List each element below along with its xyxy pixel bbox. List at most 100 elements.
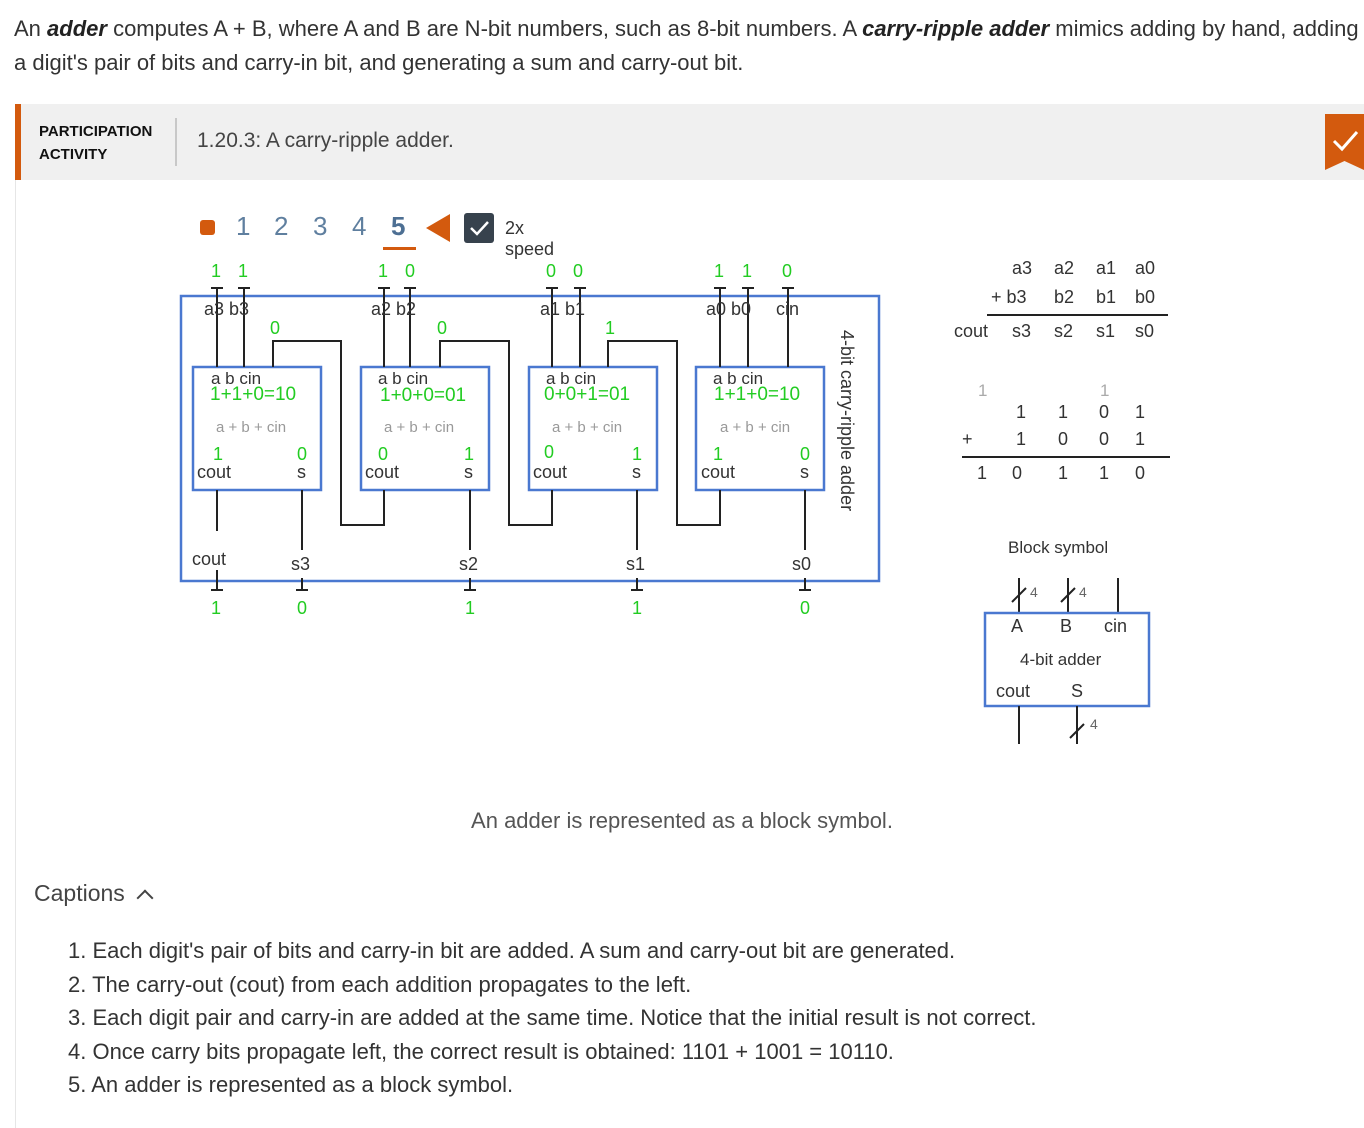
activity-title: 1.20.3: A carry-ripple adder.: [197, 129, 454, 152]
adder-s-value: 0: [297, 444, 307, 464]
addend-a-digit: 0: [1099, 402, 1109, 422]
carry-digit: 1: [1100, 381, 1109, 400]
bus-width-a: 4: [1030, 584, 1038, 600]
full-adder-box-0: [694, 365, 826, 492]
addend-b-digit: 0: [1099, 429, 1109, 449]
adder-s-value: 1: [464, 444, 474, 464]
carry-into-bit3: 0: [270, 318, 280, 338]
full-adder-0: a b cin 1+1+0=10 a + b + cin 1 0 cout s: [701, 369, 810, 482]
addend-a-digit: 1: [1058, 402, 1068, 422]
input-a2: 1: [378, 261, 388, 281]
output-s2-value: 1: [465, 598, 475, 618]
full-adder-3: a b cin 1+1+0=10 a + b + cin 1 0 cout s: [197, 369, 307, 482]
carry-wires: [272, 340, 721, 526]
header-divider: [175, 118, 177, 166]
pin-label-a3-b3: a3 b3: [204, 299, 249, 319]
input-b2: 0: [405, 261, 415, 281]
full-adder-box-1: [527, 365, 659, 492]
adder-formula: a + b + cin: [216, 419, 286, 436]
checkmark-icon: [470, 221, 489, 236]
full-adder-1: a b cin 0+0+1=01 a + b + cin 0 1 cout s: [533, 369, 642, 482]
s3-label: s3: [1012, 321, 1031, 341]
step-button-1[interactable]: 1: [236, 211, 251, 241]
block-name: 4-bit adder: [1020, 650, 1102, 669]
output-s2-label: s2: [459, 554, 478, 574]
activity-body: [15, 180, 1364, 1128]
addend-a-digit: 1: [1016, 402, 1026, 422]
input-b0: 1: [742, 261, 752, 281]
plus-sign: +: [962, 429, 973, 449]
step-button-3[interactable]: 3: [313, 211, 328, 241]
participation-activity-header: PARTICIPATION ACTIVITY 1.20.3: A carry-r…: [15, 104, 1364, 180]
cout-label: cout: [954, 321, 988, 341]
adder-formula: a + b + cin: [384, 419, 454, 436]
caption-item: 3. Each digit pair and carry-in are adde…: [68, 1005, 1037, 1030]
output-cout-label: cout: [192, 549, 226, 569]
output-s3-label: s3: [291, 554, 310, 574]
active-step-indicator: [383, 247, 416, 250]
ripple-adder-title: 4-bit carry-ripple adder: [837, 330, 857, 511]
captions-toggle-label: Captions: [34, 880, 125, 906]
numeric-addition: 1 1 1 1 0 1 + 1 0 0 1 1 0 1 1 0: [962, 381, 1170, 483]
caption-item: 2. The carry-out (cout) from each additi…: [68, 971, 692, 997]
adder-cout-value: 1: [713, 444, 723, 464]
activity-label-line-2: ACTIVITY: [39, 146, 108, 163]
b2-label: b2: [1054, 287, 1074, 307]
animation-caption: An adder is represented as a block symbo…: [471, 808, 893, 833]
block-pin-cout: cout: [996, 681, 1030, 701]
full-adder-box-3: [191, 365, 323, 492]
captions-toggle[interactable]: Captions: [34, 880, 154, 907]
adder-head: a b cin: [211, 369, 261, 388]
input-wires: [211, 287, 794, 367]
block-symbol-box: [983, 611, 1151, 708]
s0-label: s0: [1135, 321, 1154, 341]
sum-digit: 0: [1012, 463, 1022, 483]
adder-s-value: 0: [800, 444, 810, 464]
a0-label: a0: [1135, 258, 1155, 278]
step-button-5[interactable]: 5: [391, 211, 406, 241]
full-adder-box-2: [359, 365, 491, 492]
addend-b-digit: 0: [1058, 429, 1068, 449]
adder-cout-label: cout: [365, 462, 399, 482]
adder-s-label: s: [800, 462, 809, 482]
adder-formula: a + b + cin: [720, 419, 790, 436]
input-b1: 0: [573, 261, 583, 281]
plus-b3-label: + b3: [991, 287, 1027, 307]
stop-button[interactable]: [200, 220, 215, 235]
output-s1-value: 1: [632, 598, 642, 618]
adder-s-label: s: [632, 462, 641, 482]
step-button-4[interactable]: 4: [352, 211, 367, 241]
input-a1: 0: [546, 261, 556, 281]
addend-a-digit: 1: [1135, 402, 1145, 422]
caption-item: 4. Once carry bits propagate left, the c…: [68, 1038, 894, 1064]
pin-label-cin: cin: [776, 299, 799, 319]
adder-expression: 1+0+0=01: [380, 385, 466, 406]
bus-width-s: 4: [1090, 716, 1098, 732]
adder-head: a b cin: [546, 369, 596, 388]
addend-b-digit: 1: [1016, 429, 1026, 449]
speed-label: 2x speed: [505, 218, 555, 259]
adder-expression: 1+1+0=10: [210, 384, 296, 405]
s1-label: s1: [1096, 321, 1115, 341]
caption-item: 5. An adder is represented as a block sy…: [68, 1072, 514, 1097]
adder-s-label: s: [464, 462, 473, 482]
activity-type-label: PARTICIPATION ACTIVITY: [39, 120, 152, 166]
intro-paragraph: An adder computes A + B, where A and B a…: [14, 12, 1359, 80]
adder-cout-label: cout: [701, 462, 735, 482]
adder-s-label: s: [297, 462, 306, 482]
output-s0-label: s0: [792, 554, 811, 574]
adder-expression: 0+0+1=01: [544, 384, 630, 405]
step-button-2[interactable]: 2: [274, 211, 289, 241]
output-s1-label: s1: [626, 554, 645, 574]
adder-formula: a + b + cin: [552, 419, 622, 436]
carry-into-bit2: 0: [437, 318, 447, 338]
back-arrow-icon[interactable]: [426, 214, 450, 242]
term-carry-ripple-adder: carry-ripple adder: [862, 16, 1050, 41]
full-adder-2: a b cin 1+0+0=01 a + b + cin 0 1 cout s: [365, 369, 474, 482]
output-wires: [211, 490, 811, 591]
b1-label: b1: [1096, 287, 1116, 307]
speed-checkbox[interactable]: [464, 213, 494, 243]
carry-digit: 1: [978, 381, 987, 400]
sum-digit: 1: [1058, 463, 1068, 483]
adder-cout-label: cout: [533, 462, 567, 482]
